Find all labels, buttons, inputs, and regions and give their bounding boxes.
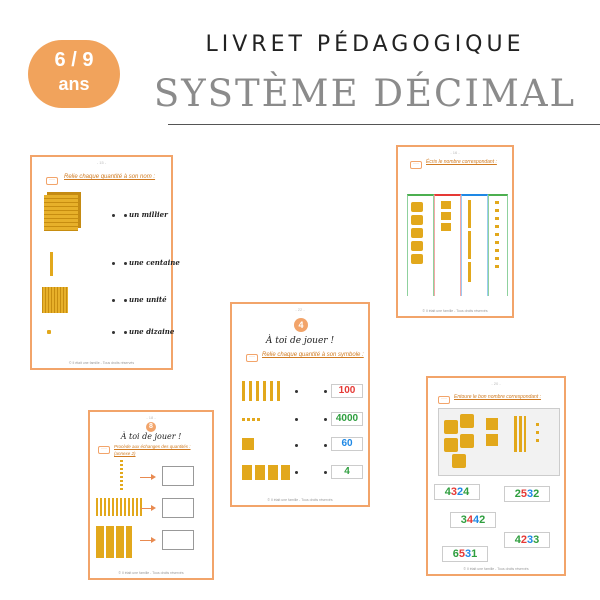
page-number: - 16 - — [450, 150, 460, 155]
match-dot — [324, 390, 327, 393]
arrow-icon — [140, 474, 156, 480]
match-dot — [295, 418, 298, 421]
number-option[interactable]: 3442 — [450, 512, 496, 528]
match-dot — [112, 331, 115, 334]
page-number: - 20 - — [491, 381, 501, 386]
page-number: - 18 - — [146, 415, 156, 420]
number-option[interactable]: 2532 — [504, 486, 550, 502]
exercise-heading: À toi de jouer ! — [120, 432, 182, 441]
sheet-footer: © Il était une famille - Tous droits rés… — [118, 571, 184, 575]
instruction-annex: (annexe 2) — [114, 451, 136, 456]
number-option[interactable]: 6531 — [442, 546, 488, 562]
hundred-squares-group — [486, 418, 500, 448]
age-badge-unit: ans — [58, 74, 90, 94]
number-box: 4000 — [331, 412, 363, 426]
thousand-cube — [44, 195, 78, 231]
page-number: - 22 - — [295, 307, 305, 312]
match-dot — [112, 214, 115, 217]
ten-bars-group — [96, 498, 142, 516]
unit-beads-column — [120, 460, 123, 490]
ten-bar — [50, 252, 53, 276]
sheet-footer: © Il était une famille - Tous droits rés… — [68, 361, 135, 365]
worksheet-exchanges: - 18 - 8 À toi de jouer ! ··· Procède au… — [88, 410, 214, 580]
header-divider — [168, 124, 600, 125]
speech-bubble-icon: ··· — [438, 396, 450, 404]
arrow-icon — [140, 505, 156, 511]
age-badge-range: 6 / 9 — [54, 49, 94, 71]
ten-bars-group — [242, 381, 280, 401]
speech-bubble-icon: ··· — [246, 354, 258, 362]
match-dot — [295, 471, 298, 474]
thousand-cubes-group — [242, 465, 290, 480]
instruction-text: Entoure le bon nombre correspondant : — [454, 394, 541, 400]
hundred-squares-group — [96, 526, 132, 558]
exercise-number-badge: 8 — [146, 422, 156, 432]
hundred-square — [42, 287, 68, 313]
worksheet-match-names: - 15 - ··· Relie chaque quantité à son n… — [30, 155, 180, 370]
number-box: 100 — [331, 384, 363, 398]
exercise-heading: À toi de jouer ! — [265, 336, 335, 346]
column-thousands — [407, 194, 434, 296]
instruction-text: Procède aux échanges des quantités : — [114, 444, 191, 449]
thousand-cubes-stack — [411, 202, 423, 267]
match-dot — [124, 262, 127, 265]
sheet-footer: © Il était une famille - Tous droits rés… — [267, 498, 333, 502]
word-label: une dizaine — [129, 327, 175, 336]
match-dot — [324, 471, 327, 474]
match-dot — [112, 299, 115, 302]
number-option[interactable]: 4324 — [434, 484, 480, 500]
worksheet-match-symbols: - 22 - 4 À toi de jouer ! ··· Relie chaq… — [230, 302, 370, 507]
word-label: un millier — [129, 210, 168, 219]
match-dot — [124, 214, 127, 217]
instruction-text: Relie chaque quantité à son nom : — [64, 174, 156, 180]
page-title: LIVRET PÉDAGOGIQUE — [205, 32, 525, 57]
sheet-footer: © Il était une famille - Tous droits rés… — [422, 309, 488, 313]
unit-bead — [47, 330, 51, 334]
worksheet-circle-number: - 20 - ··· Entoure le bon nombre corresp… — [426, 376, 566, 576]
arrow-icon — [140, 537, 156, 543]
thousand-cubes-group — [444, 414, 476, 470]
instruction-text: Relie chaque quantité à son symbole : — [262, 352, 364, 358]
instruction-text: Écris le nombre correspondant : — [426, 159, 497, 165]
speech-bubble-icon: ··· — [46, 177, 58, 185]
page-subtitle: SYSTÈME DÉCIMAL — [153, 72, 577, 115]
word-label: une centaine — [129, 258, 180, 267]
match-dot — [324, 418, 327, 421]
number-option[interactable]: 4233 — [504, 532, 550, 548]
column-hundreds — [434, 194, 461, 296]
speech-bubble-icon: ··· — [98, 446, 110, 454]
hundred-square — [242, 438, 254, 450]
exercise-number-badge: 4 — [294, 318, 308, 332]
match-dot — [295, 390, 298, 393]
answer-box — [162, 466, 194, 486]
sheet-footer: © Il était une famille - Tous droits rés… — [463, 567, 529, 571]
match-dot — [124, 331, 127, 334]
worksheet-write-number: - 16 - ··· Écris le nombre correspondant… — [396, 145, 514, 318]
column-tens — [461, 194, 488, 296]
word-label: une unité — [129, 295, 167, 304]
match-dot — [295, 444, 298, 447]
ten-bars-group — [514, 416, 526, 452]
answer-box — [162, 530, 194, 550]
match-dot — [324, 444, 327, 447]
number-box: 60 — [331, 437, 363, 451]
answer-box — [162, 498, 194, 518]
match-dot — [112, 262, 115, 265]
hundred-squares-stack — [441, 201, 451, 234]
unit-beads-group — [242, 418, 262, 421]
column-units — [488, 194, 508, 296]
unit-beads-stack — [495, 201, 499, 273]
unit-beads-group — [536, 420, 539, 442]
age-badge: 6 / 9 ans — [28, 40, 120, 108]
page-number: - 15 - — [96, 160, 107, 165]
match-dot — [124, 299, 127, 302]
speech-bubble-icon: ··· — [410, 161, 422, 169]
number-box: 4 — [331, 465, 363, 479]
